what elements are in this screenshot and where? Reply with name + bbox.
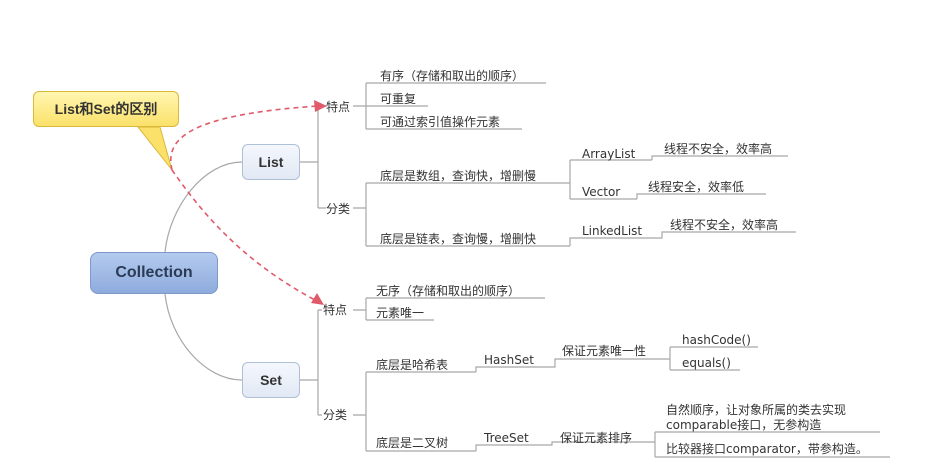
vector-note: 线程安全，效率低: [648, 180, 745, 194]
set-feature-unique: 元素唯一: [376, 306, 425, 320]
list-feature-ordered: 有序（存储和取出的顺序）: [380, 69, 525, 83]
treeset-natural-line2: comparable接口，无参构造: [666, 418, 822, 432]
hashcode-method: hashCode(): [682, 333, 751, 347]
set-features-label: 特点: [323, 303, 348, 317]
treeset-natural-line1: 自然顺序，让对象所属的类去实现: [666, 403, 847, 417]
hashset-guarantee: 保证元素唯一性: [562, 344, 647, 358]
hashset-label: HashSet: [484, 353, 534, 367]
root-node-collection[interactable]: Collection: [90, 252, 218, 294]
set-hash-label: 底层是哈希表: [376, 358, 449, 372]
set-feature-unordered: 无序（存储和取出的顺序）: [376, 284, 521, 298]
treeset-guarantee: 保证元素排序: [560, 431, 633, 445]
list-feature-duplicates: 可重复: [380, 92, 417, 106]
arraylist-note: 线程不安全，效率高: [664, 142, 773, 156]
arrowhead-list: [314, 100, 327, 112]
vector-label: Vector: [582, 185, 621, 199]
branch-node-set[interactable]: Set: [242, 362, 300, 398]
linkedlist-note: 线程不安全，效率高: [670, 218, 779, 232]
linkedlist-label: LinkedList: [582, 224, 643, 238]
branch-node-list[interactable]: List: [242, 144, 300, 180]
set-tree-label: 底层是二叉树: [376, 436, 449, 450]
treeset-comparator: 比较器接口comparator，带参构造。: [666, 442, 868, 456]
list-array-label: 底层是数组，查询快，增删慢: [380, 169, 537, 183]
arrowhead-set: [311, 293, 324, 305]
wire-root-list: [164, 161, 243, 253]
list-categories-label: 分类: [326, 202, 351, 216]
list-feature-index: 可通过索引值操作元素: [380, 115, 501, 129]
arraylist-label: ArrayList: [582, 147, 636, 161]
arrow-to-set-features: [171, 169, 316, 301]
treeset-label: TreeSet: [484, 431, 529, 445]
callout-tail: [136, 126, 173, 171]
set-categories-label: 分类: [323, 408, 348, 422]
list-linked-label: 底层是链表，查询慢，增删快: [380, 232, 537, 246]
arrow-to-list-features: [170, 105, 319, 171]
equals-method: equals(): [682, 356, 731, 370]
wire-root-set: [164, 293, 243, 381]
list-features-label: 特点: [326, 100, 351, 114]
callout-note: List和Set的区别: [33, 91, 179, 127]
